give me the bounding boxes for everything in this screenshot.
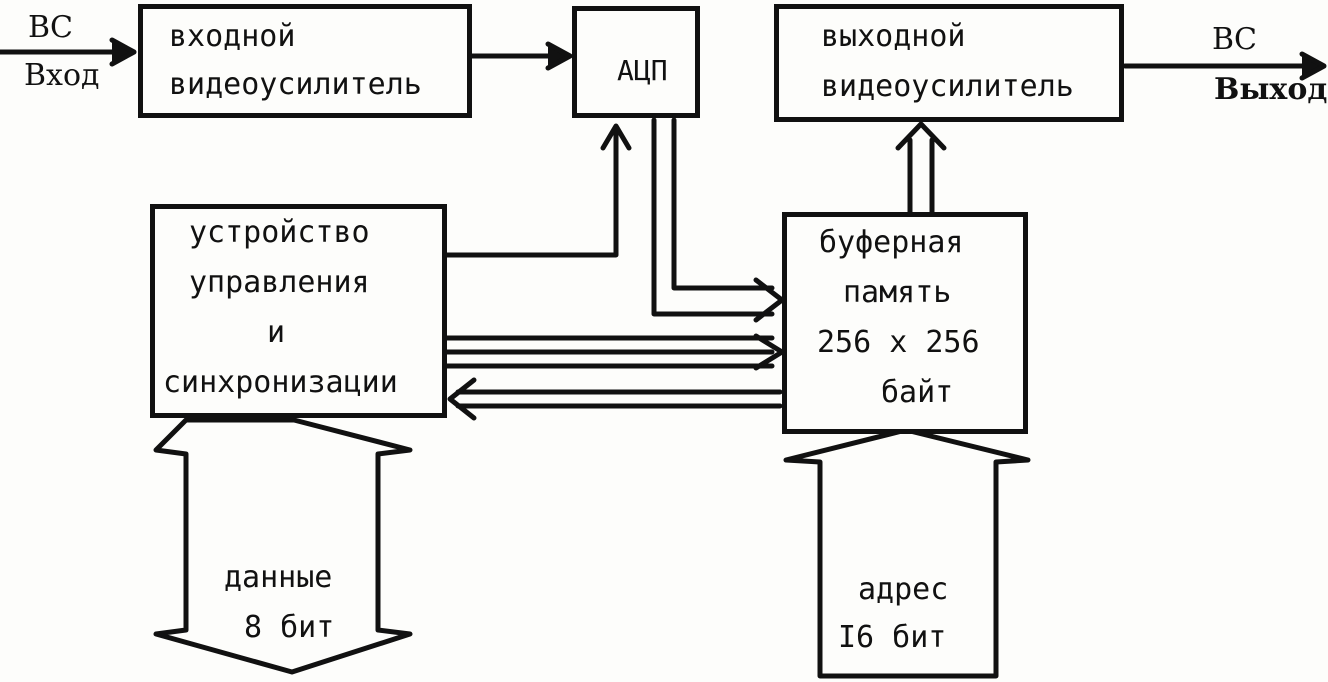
address-bus-arrow bbox=[783, 427, 1031, 679]
buffer-line4: байт bbox=[881, 375, 954, 410]
buffer-line2: память bbox=[843, 275, 952, 310]
input-amp-line1: входной bbox=[169, 19, 296, 54]
address-bus-line2: I6 бит bbox=[838, 620, 947, 655]
input-signal-arrowhead bbox=[109, 37, 137, 67]
output-signal-abbr: ВС bbox=[1212, 22, 1257, 57]
output-amp-line1: выходной bbox=[821, 19, 966, 54]
input-signal-label: Вход bbox=[24, 58, 100, 93]
control-sync-block: устройство управления и синхронизации bbox=[150, 204, 447, 418]
input-signal-abbr: ВС bbox=[28, 10, 73, 45]
control-line2: управления bbox=[189, 265, 370, 300]
input-video-amplifier-block: входной видеоусилитель bbox=[138, 4, 472, 118]
output-signal-label: Выход bbox=[1214, 72, 1328, 107]
buffer-to-control-arrowhead bbox=[447, 377, 477, 421]
data-bus-line1: данные bbox=[224, 560, 333, 595]
control-to-adc-arrowhead bbox=[600, 123, 632, 151]
output-signal-arrowhead bbox=[1299, 51, 1327, 81]
data-bus-line2: 8 бит bbox=[244, 610, 335, 645]
input-amp-to-adc-arrowhead bbox=[545, 41, 573, 71]
buffer-to-output-arrowhead bbox=[895, 121, 947, 151]
control-line3: и bbox=[267, 315, 286, 350]
control-to-adc-arrow bbox=[444, 127, 619, 258]
data-bus-arrow bbox=[153, 417, 413, 675]
control-line4: синхронизации bbox=[163, 365, 398, 400]
adc-to-buffer-line-2 bbox=[651, 117, 775, 317]
address-bus-line1: адрес bbox=[858, 572, 949, 607]
adc-to-buffer-line-1 bbox=[671, 117, 775, 291]
buffer-line1: буферная bbox=[819, 225, 964, 260]
buffer-line3: 256 х 256 bbox=[817, 325, 980, 360]
output-amp-line2: видеоусилитель bbox=[821, 69, 1074, 104]
adc-block: АЦП bbox=[572, 6, 700, 118]
buffer-memory-block: буферная память 256 х 256 байт bbox=[782, 212, 1028, 434]
output-video-amplifier-block: выходной видеоусилитель bbox=[774, 4, 1124, 122]
input-amp-line2: видеоусилитель bbox=[169, 67, 422, 102]
control-line1: устройство bbox=[189, 215, 370, 250]
adc-label: АЦП bbox=[617, 54, 668, 87]
